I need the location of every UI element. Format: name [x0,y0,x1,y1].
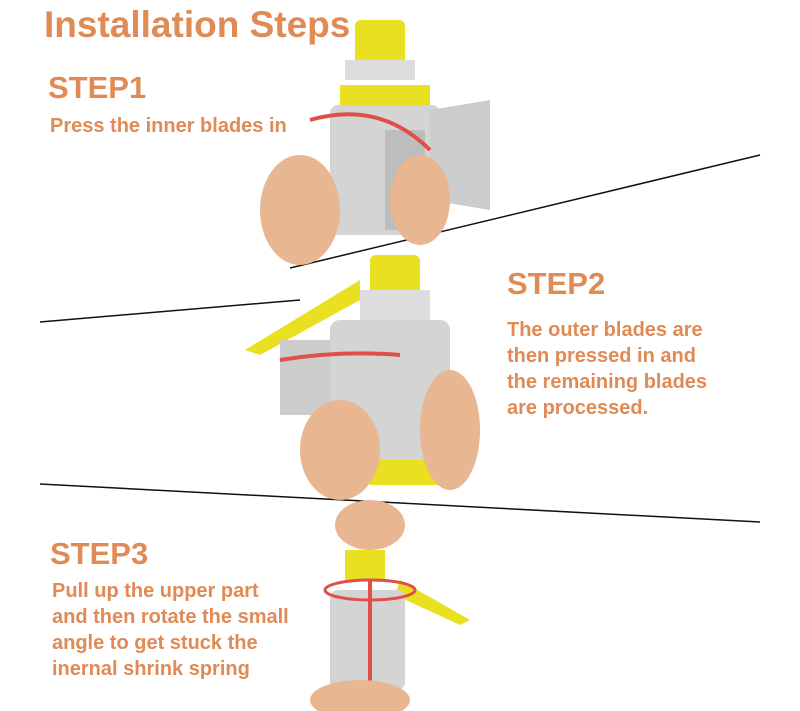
step3-photo [310,500,470,711]
step3-description: Pull up the upper part and then rotate t… [52,578,289,682]
step2-line: The outer blades are [507,319,703,341]
step2-photo [245,255,480,500]
divider-lines [39,154,761,523]
step2-line: the remaining blades [507,371,708,393]
step3-label: STEP3 [50,536,149,571]
step3-line: and then rotate the small [52,606,289,628]
step3-line: inernal shrink spring [52,658,250,680]
step2-line: then pressed in and [507,345,696,367]
step2-line: are processed. [507,397,649,419]
page-title: Installation Steps [44,4,351,45]
step2-label: STEP2 [507,266,606,301]
step1-label: STEP1 [48,70,147,105]
step1-line: Press the inner blades in [50,115,287,137]
step3-line: angle to get stuck the [52,632,258,654]
step1-description: Press the inner blades in [50,113,287,139]
step3-line: Pull up the upper part [52,580,259,602]
step1-photo [260,20,490,265]
step2-description: The outer blades are then pressed in and… [507,317,707,421]
